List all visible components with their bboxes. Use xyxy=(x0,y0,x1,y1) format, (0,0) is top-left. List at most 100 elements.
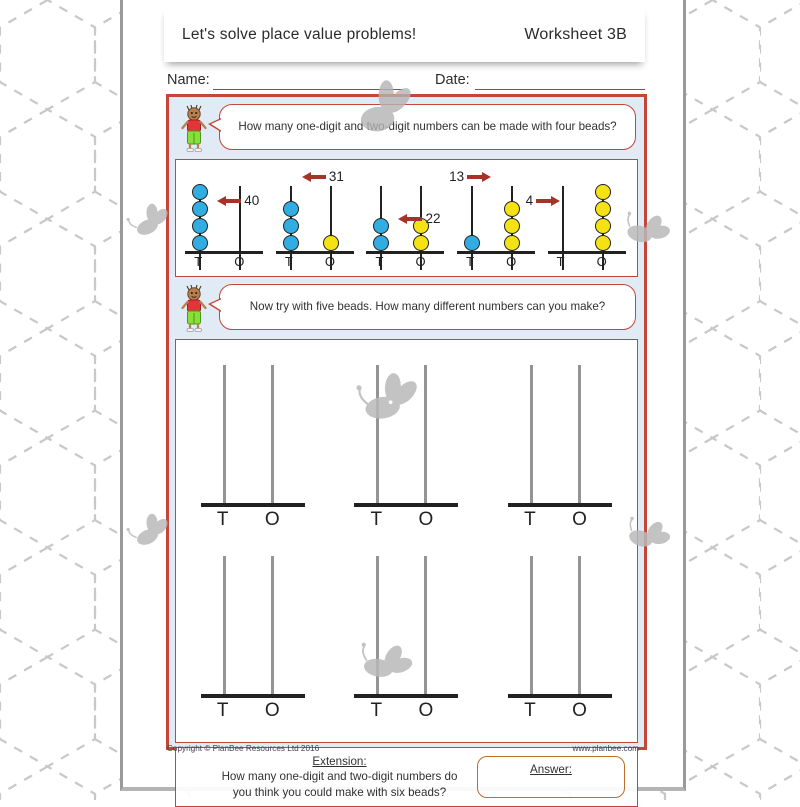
blank-abacus-rod-ones xyxy=(578,364,582,505)
blank-abacus-rod-ones xyxy=(270,364,274,505)
answer-input-box[interactable]: Answer: xyxy=(477,756,625,798)
blank-abacus-base xyxy=(354,694,459,698)
question-2-speech-bubble: Now try with five beads. How many differ… xyxy=(208,284,636,330)
blank-abacus-label-ones: O xyxy=(572,699,587,721)
abacus-value-annotation: 31 xyxy=(301,169,344,184)
page-footer: Copyright © PlanBee Resources Ltd 2016 w… xyxy=(167,741,639,755)
abacus-base xyxy=(457,251,536,254)
abacus-label-ones: O xyxy=(596,254,607,269)
blank-abacus-rod-tens xyxy=(222,364,226,505)
bead-tens xyxy=(192,218,209,234)
extension-line-2: you think you could make with six beads? xyxy=(232,785,447,799)
question-1-speech-bubble: How many one-digit and two-digit numbers… xyxy=(208,104,636,150)
date-input-line[interactable] xyxy=(475,89,645,90)
blank-abacus-base xyxy=(508,503,613,507)
bead-ones xyxy=(504,201,521,217)
abacus-rod-ones xyxy=(239,186,242,270)
worksheet-body-frame: How many one-digit and two-digit numbers… xyxy=(166,94,647,807)
abacus-label-tens: T xyxy=(466,254,475,269)
worksheet-header: Let's solve place value problems! Worksh… xyxy=(164,8,645,62)
abacus-label-ones: O xyxy=(234,254,245,269)
blank-abacus-base xyxy=(508,694,613,698)
blank-abacus-label-tens: T xyxy=(524,699,536,721)
abacus-value-label: 40 xyxy=(244,193,260,208)
abacus-example: T O 4 xyxy=(526,162,630,270)
blank-abacus-label-tens: T xyxy=(524,508,536,530)
abacus-label-ones: O xyxy=(506,254,517,269)
abacus-base xyxy=(366,251,445,254)
blank-abacus-label-tens: T xyxy=(370,699,383,721)
abacus-label-ones: O xyxy=(415,254,426,269)
abacus-value-label: 13 xyxy=(449,169,465,184)
abacus-example: T O 40 xyxy=(183,162,267,270)
abacus-rod-ones xyxy=(329,186,332,270)
extension-box: Extension: How many one-digit and two-di… xyxy=(175,747,638,807)
bead-tens xyxy=(282,218,299,234)
website-link[interactable]: www.planbee.com xyxy=(572,743,639,753)
name-label: Name: xyxy=(167,72,210,88)
bead-ones xyxy=(594,218,611,234)
blank-abacus-rod-tens xyxy=(376,555,380,696)
abacus-value-label: 4 xyxy=(525,193,534,208)
bead-tens xyxy=(192,235,209,251)
page-title: Let's solve place value problems! xyxy=(182,26,417,43)
arrow-left-icon xyxy=(398,213,423,224)
name-date-row: Name: Date: xyxy=(167,72,645,94)
abacus-label-tens: T xyxy=(375,254,384,269)
abacus-example: T O 13 xyxy=(449,162,539,270)
bead-tens xyxy=(192,201,209,217)
abacus-value-annotation: 22 xyxy=(398,211,441,226)
abacus-rod-tens xyxy=(561,186,564,270)
abacus-value-annotation: 4 xyxy=(526,193,561,208)
answer-label: Answer: xyxy=(530,763,572,776)
blank-abacus-label-tens: T xyxy=(216,508,229,530)
abacus-base xyxy=(275,251,354,254)
child-character-icon xyxy=(181,284,207,332)
blank-abacus-base xyxy=(354,503,459,507)
blank-abacus-label-ones: O xyxy=(572,508,587,530)
worksheet-label: Worksheet 3B xyxy=(524,26,627,43)
blank-abacus-label-ones: O xyxy=(418,699,434,721)
abacus-rod-tens xyxy=(471,186,474,270)
blank-abacus-label-ones: O xyxy=(418,508,434,530)
abacus-example: T O 22 xyxy=(364,162,448,270)
bead-ones xyxy=(322,235,339,251)
abacus-label-tens: T xyxy=(556,254,565,269)
bead-ones xyxy=(594,201,611,217)
bead-tens xyxy=(192,184,209,200)
abacus-value-annotation: 13 xyxy=(449,169,492,184)
blank-abacus-rod-tens xyxy=(222,555,226,696)
blank-abacus-rod-ones xyxy=(270,555,274,696)
bead-ones xyxy=(594,235,611,251)
child-character-icon xyxy=(181,104,207,152)
arrow-left-icon xyxy=(301,171,326,182)
blank-abacus-label-tens: T xyxy=(370,508,383,530)
blank-abacus-rod-ones xyxy=(578,555,582,696)
extension-title: Extension: xyxy=(312,754,367,768)
bead-ones xyxy=(504,235,521,251)
bead-ones xyxy=(413,235,430,251)
blank-abacus-label-tens: T xyxy=(216,699,229,721)
blank-abacus-rod-tens xyxy=(530,555,534,696)
abacus-label-ones: O xyxy=(324,254,336,269)
question-2-row: Now try with five beads. How many differ… xyxy=(173,281,640,336)
arrow-left-icon xyxy=(217,195,242,206)
name-input-line[interactable] xyxy=(213,89,403,90)
bead-tens xyxy=(373,218,390,234)
date-label: Date: xyxy=(435,72,470,88)
arrow-right-icon xyxy=(536,195,561,206)
blank-abacus-base xyxy=(200,503,305,507)
abacus-label-tens: T xyxy=(194,254,203,269)
bead-tens xyxy=(464,235,481,251)
copyright-text: Copyright © PlanBee Resources Ltd 2016 xyxy=(167,743,320,753)
